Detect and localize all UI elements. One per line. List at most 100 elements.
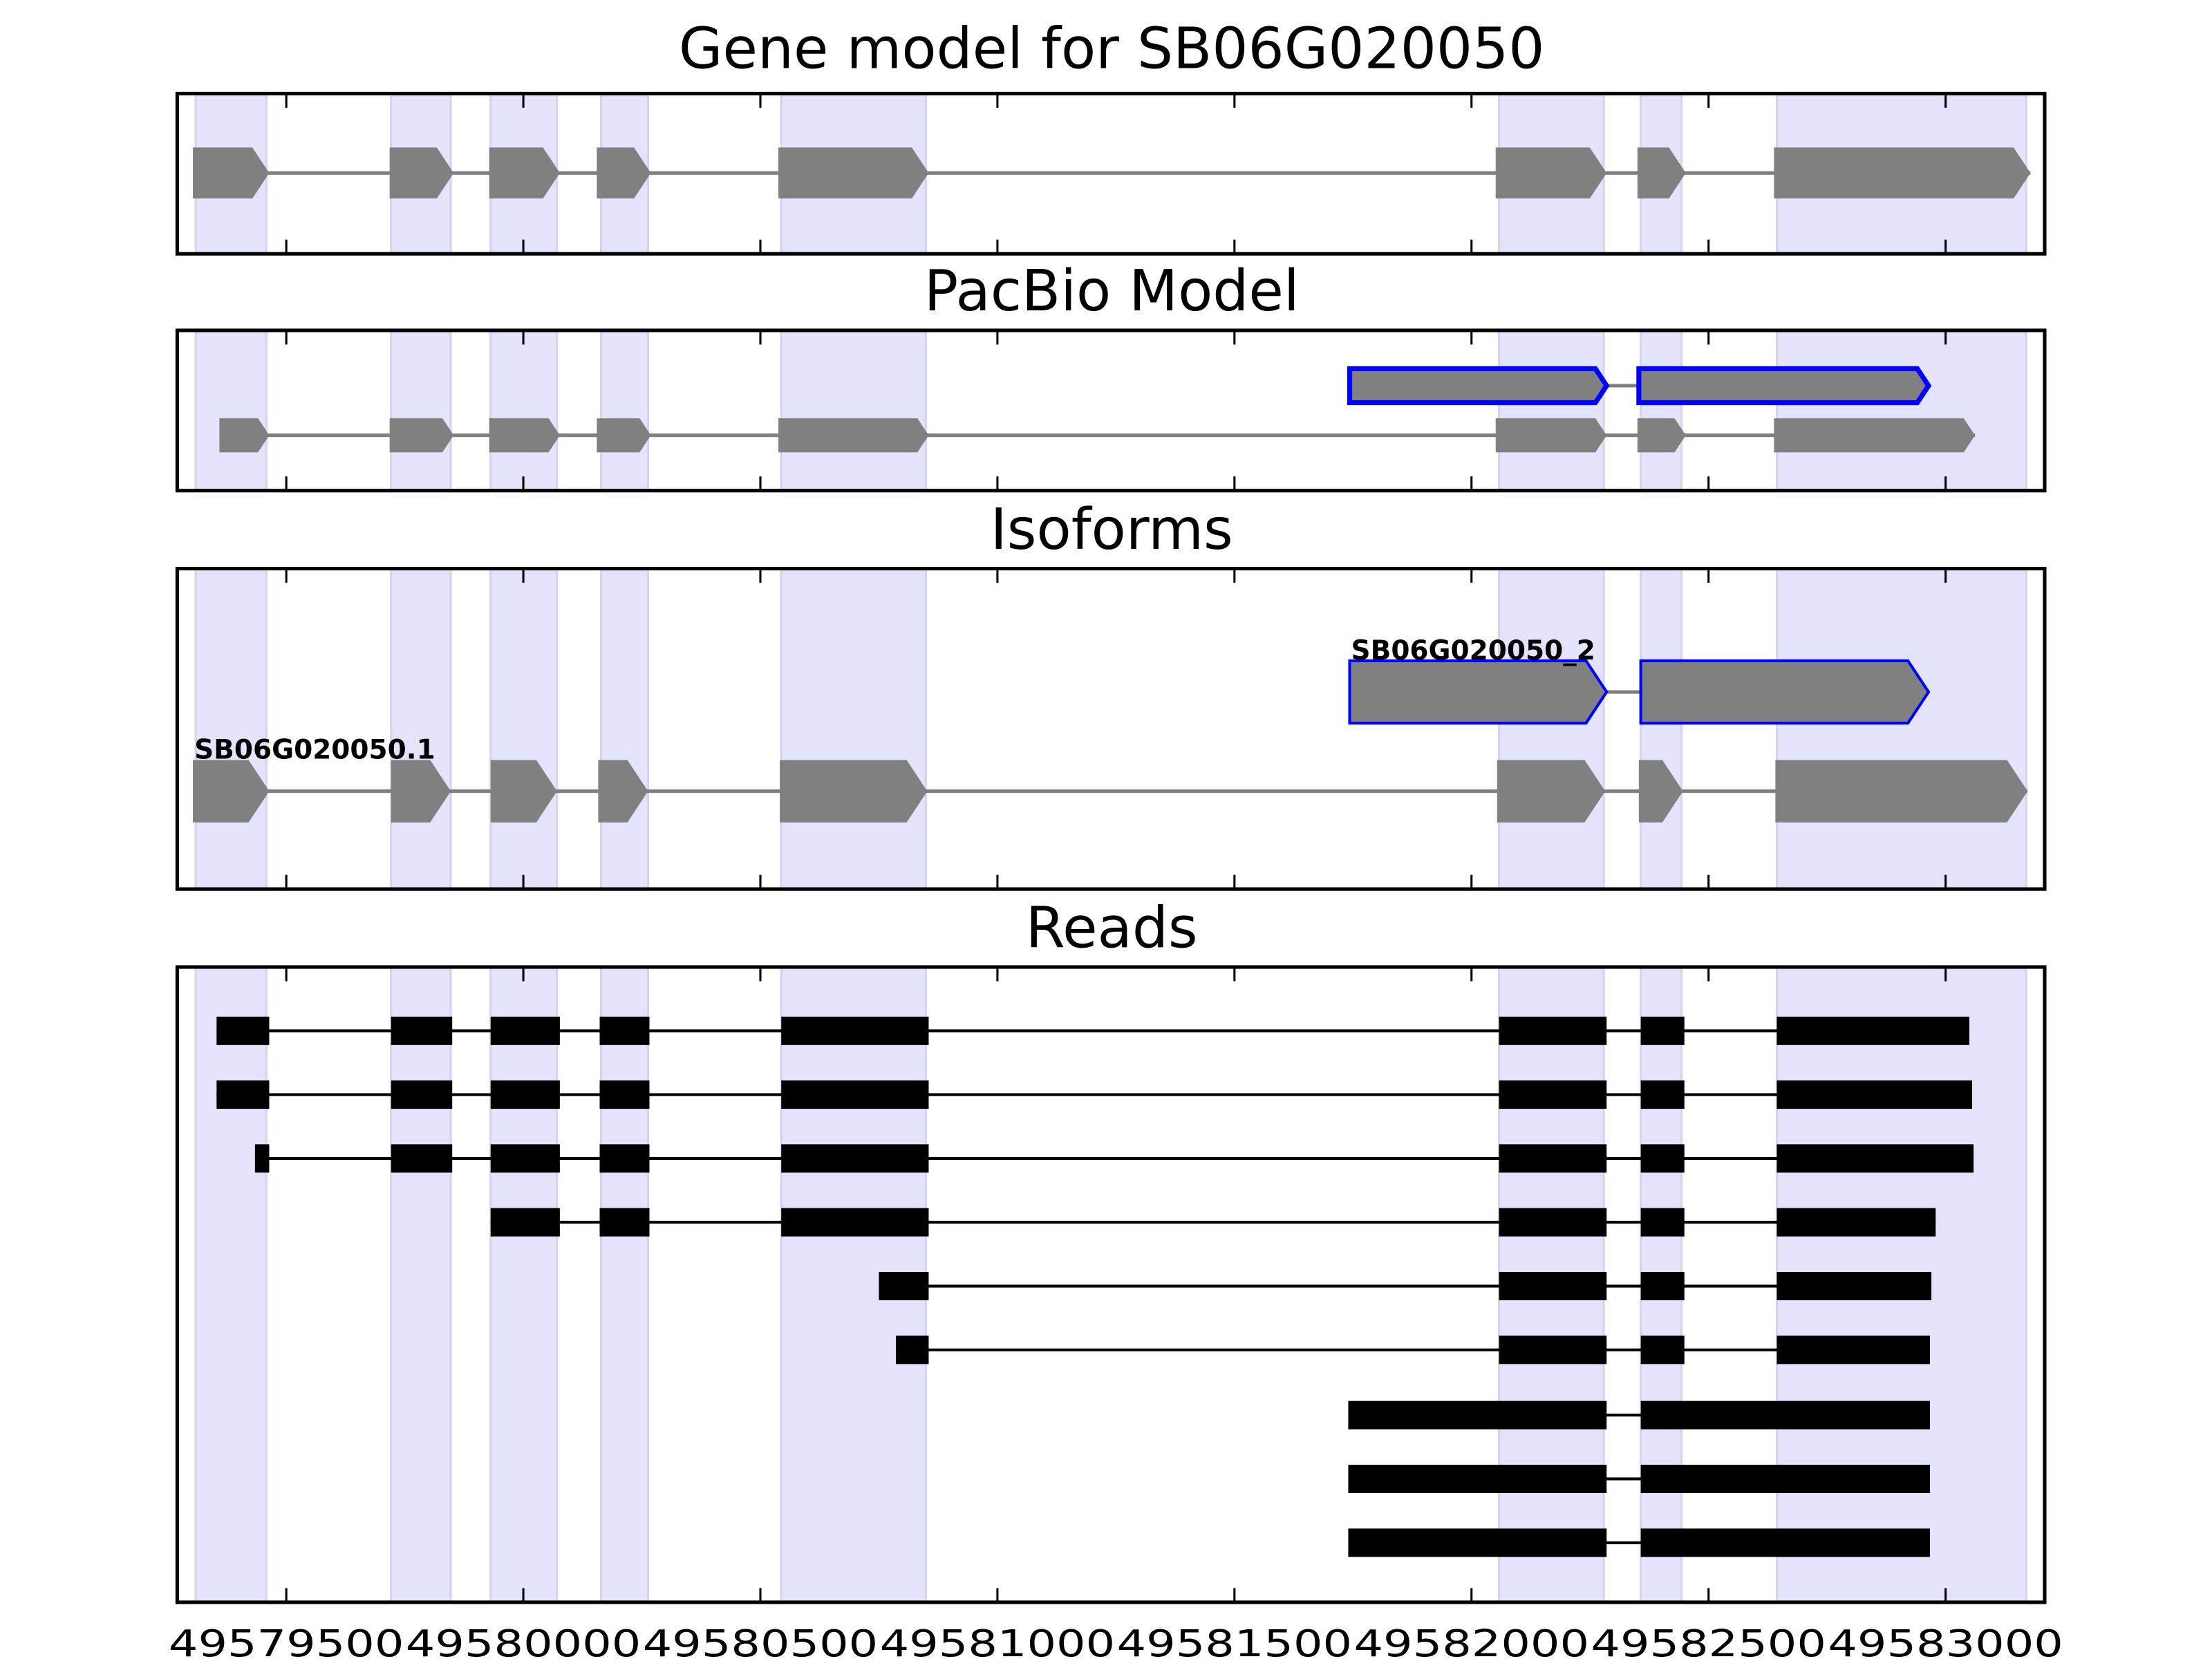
read-exon-block <box>1640 1016 1685 1045</box>
read-track <box>1348 1464 1930 1493</box>
x-tick-label: 49581500 <box>1117 1622 1353 1659</box>
axes-frame <box>175 328 2047 493</box>
read-track <box>1348 1528 1930 1557</box>
read-exon-block <box>254 1144 270 1173</box>
exon-arrow <box>598 760 648 823</box>
exon-arrow <box>1497 760 1606 823</box>
shaded-exon-region <box>194 966 268 1604</box>
read-exon-block <box>1499 1080 1607 1109</box>
shaded-exon-region <box>489 568 559 890</box>
read-exon-block <box>1640 1144 1685 1173</box>
shaded-exon-region <box>390 568 452 890</box>
axes-frame <box>175 91 2047 256</box>
read-exon-block <box>781 1080 929 1109</box>
read-exon-block <box>391 1080 453 1109</box>
exon-arrow <box>1774 147 2031 199</box>
exon-arrow <box>490 760 557 823</box>
panel-title: Isoforms <box>991 497 1233 563</box>
panel-title: Reads <box>1026 895 1198 961</box>
transcript-label: SB06G020050_2 <box>1351 635 1595 666</box>
read-exon-block <box>1777 1144 1974 1173</box>
exon-arrow <box>1638 760 1683 823</box>
shaded-exon-region <box>489 329 559 492</box>
read-exon-block <box>1777 1016 1969 1045</box>
transcript-track <box>193 147 2031 199</box>
read-track <box>216 1080 1973 1109</box>
read-exon-block <box>781 1016 929 1045</box>
shaded-exon-region <box>780 568 927 890</box>
panel-title: Gene model for SB06G020050 <box>679 16 1545 82</box>
read-exon-block <box>1640 1400 1930 1430</box>
read-track <box>1348 1400 1930 1430</box>
exon-arrow <box>1495 418 1607 453</box>
read-exon-block <box>1499 1208 1607 1237</box>
exon-arrow <box>193 147 270 199</box>
read-exon-block <box>1499 1016 1607 1045</box>
read-exon-block <box>216 1080 270 1109</box>
shaded-exon-region <box>390 966 452 1604</box>
transcript-track: SB06G020050_2 <box>1348 635 1931 725</box>
exon-arrow <box>219 418 270 453</box>
exon-arrow <box>597 418 651 453</box>
transcript-label: SB06G020050.1 <box>194 734 435 765</box>
x-tick-label: 49579500 <box>169 1622 404 1659</box>
exon-arrow <box>389 147 454 199</box>
read-exon-block <box>599 1016 650 1045</box>
shaded-exon-region <box>194 329 268 492</box>
read-exon-block <box>879 1272 929 1301</box>
read-track <box>896 1335 1930 1365</box>
exon-arrow <box>1495 147 1607 199</box>
shaded-exon-region <box>1775 568 2027 890</box>
panel-0: Gene model for SB06G020050 <box>175 16 2047 256</box>
shaded-exon-region <box>1498 568 1605 890</box>
read-exon-block <box>1640 1528 1930 1557</box>
transcript-track <box>219 418 1976 453</box>
exon-arrow <box>778 418 929 453</box>
read-exon-block <box>781 1144 929 1173</box>
shaded-exon-region <box>600 329 649 492</box>
exon-arrow <box>1639 659 1931 725</box>
read-track <box>490 1208 1936 1237</box>
x-tick-label: 49582500 <box>1591 1622 1826 1659</box>
read-exon-block <box>1499 1144 1607 1173</box>
transcript-track: SB06G020050.1 <box>193 734 2028 823</box>
x-tick-label: 49581000 <box>880 1622 1116 1659</box>
shaded-exon-region <box>1775 329 2027 492</box>
read-exon-block <box>490 1080 560 1109</box>
read-exon-block <box>1777 1208 1936 1237</box>
read-exon-block <box>1499 1335 1607 1365</box>
read-exon-block <box>216 1016 270 1045</box>
exon-arrow <box>193 760 270 823</box>
exon-arrow <box>1637 147 1686 199</box>
read-exon-block <box>490 1144 560 1173</box>
exon-arrow <box>1637 418 1686 453</box>
exon-arrow <box>1348 659 1609 725</box>
exon-arrow <box>1775 760 2028 823</box>
read-exon-block <box>1777 1080 1973 1109</box>
read-track <box>216 1016 1969 1045</box>
read-exon-block <box>490 1016 560 1045</box>
exon-arrow <box>1347 366 1610 406</box>
panel-title: PacBio Model <box>924 259 1300 324</box>
read-exon-block <box>1777 1272 1932 1301</box>
shaded-exon-region <box>1640 329 1683 492</box>
exon-arrow <box>597 147 651 199</box>
panel-1: PacBio Model <box>175 259 2047 493</box>
read-track <box>879 1272 1932 1301</box>
read-track <box>254 1144 1974 1173</box>
shaded-exon-region <box>780 329 927 492</box>
exon-arrow <box>778 147 929 199</box>
exon-arrow <box>1636 366 1932 406</box>
exon-arrow <box>1774 418 1976 453</box>
read-exon-block <box>1348 1528 1607 1557</box>
read-exon-block <box>1499 1272 1607 1301</box>
exon-arrow <box>780 760 928 823</box>
read-exon-block <box>1640 1272 1685 1301</box>
read-exon-block <box>896 1335 929 1365</box>
read-exon-block <box>1640 1080 1685 1109</box>
transcript-track <box>1347 366 1932 406</box>
x-tick-label: 49580000 <box>406 1622 641 1659</box>
shaded-exon-region <box>194 568 268 890</box>
x-tick-label: 49582000 <box>1354 1622 1590 1659</box>
